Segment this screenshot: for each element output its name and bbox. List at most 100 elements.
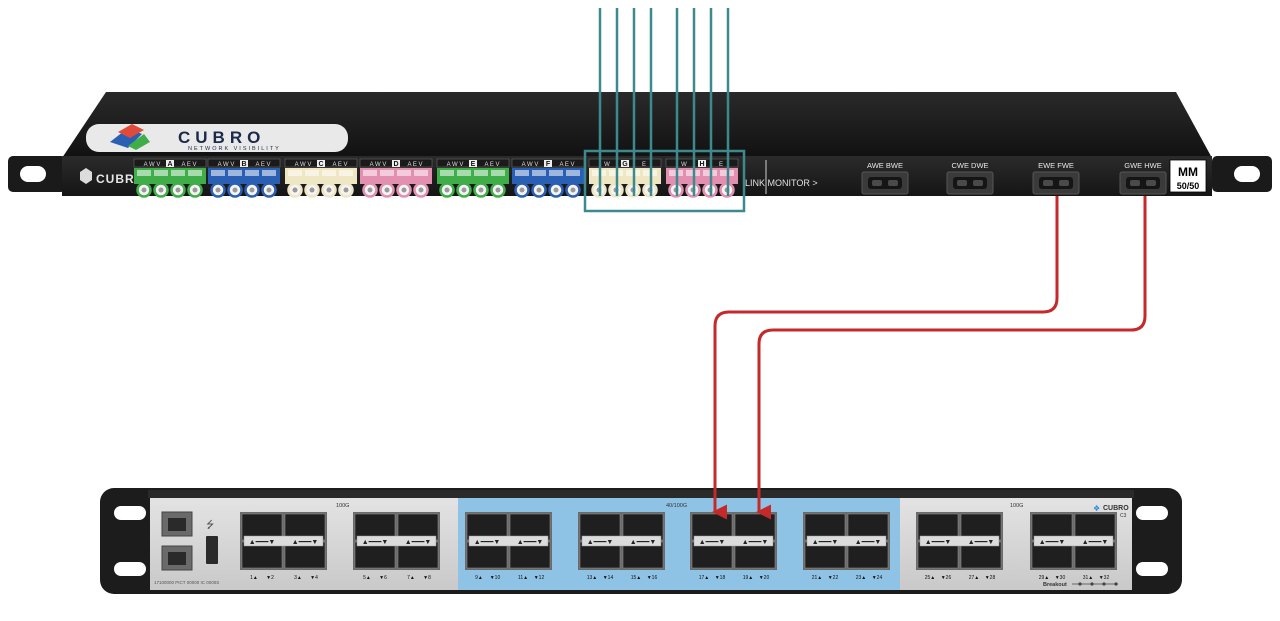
- qsfp-cage[interactable]: [1074, 541, 1116, 569]
- qsfp-cage[interactable]: [466, 541, 508, 569]
- module-label-wv: A W V: [295, 162, 312, 168]
- port-number-label: 13▲: [587, 575, 598, 581]
- qsfp-cage[interactable]: [284, 513, 326, 541]
- port-number-label: ▼28: [985, 575, 996, 581]
- port-number-label: ▼22: [828, 575, 839, 581]
- usb-port[interactable]: [206, 536, 218, 564]
- red-fiber-ef: [712, 196, 1059, 520]
- breakout-label: Breakout: [1043, 582, 1067, 588]
- module-label-wv: A W V: [522, 162, 539, 168]
- svg-text:▲━━━▼: ▲━━━▼: [968, 539, 995, 546]
- qsfp-cage[interactable]: [509, 541, 551, 569]
- port-number-label: 5▲: [363, 575, 371, 581]
- monitor-port-1[interactable]: AWE BWE: [861, 161, 909, 195]
- management-ports: ⭍ 17100000 PICT 00000 IC 0000S: [154, 511, 219, 585]
- monitor-ports: AWE BWE CWE DWE EWE FWE GWE HWE: [861, 161, 1167, 195]
- monitor-port-label: GWE HWE: [1124, 161, 1162, 170]
- qsfp-cage[interactable]: [734, 541, 776, 569]
- cubro-cube-icon: [80, 168, 92, 184]
- monitor-port-label: AWE BWE: [867, 161, 903, 170]
- qsfp-cage[interactable]: [284, 541, 326, 569]
- qsfp-cage[interactable]: [960, 541, 1002, 569]
- svg-text:▲━━━▼: ▲━━━▼: [362, 539, 389, 546]
- qsfp-cage[interactable]: [804, 541, 846, 569]
- switch-brand: CUBRO: [1103, 505, 1129, 512]
- module-label-ev: A E V: [332, 162, 347, 168]
- port-number-label: 25▲: [925, 575, 936, 581]
- svg-text:▲━━━▼: ▲━━━▼: [630, 539, 657, 546]
- module-label-wv: W: [681, 162, 687, 168]
- monitor-port-4[interactable]: GWE HWE: [1119, 161, 1167, 195]
- port-number-label: 1▲: [250, 575, 258, 581]
- qsfp-cage[interactable]: [622, 513, 664, 541]
- module-letter: A: [167, 161, 172, 168]
- port-number-label: ▼6: [379, 575, 387, 581]
- qsfp-cage[interactable]: [917, 541, 959, 569]
- port-number-label: 27▲: [969, 575, 980, 581]
- qsfp-cage[interactable]: [804, 513, 846, 541]
- module-label-wv: A W V: [218, 162, 235, 168]
- qsfp-cage[interactable]: [1031, 541, 1073, 569]
- switch-brand-icon: ❖: [1093, 504, 1100, 513]
- qsfp-cage[interactable]: [397, 513, 439, 541]
- tap-rack-ear-left: [8, 156, 66, 192]
- port-number-label: 11▲: [518, 575, 528, 581]
- port-number-label: 19▲: [743, 575, 754, 581]
- svg-text:▲━━━▼: ▲━━━▼: [742, 539, 769, 546]
- module-label-ev: A E V: [559, 162, 574, 168]
- module-letter: B: [241, 161, 246, 168]
- module-letter: C: [318, 161, 323, 168]
- tap-device: CUBRO NETWORK VISIBILITY CUBRO A W V A A E…: [8, 92, 1272, 198]
- port-number-label: ▼24: [872, 575, 883, 581]
- qsfp-cage[interactable]: [241, 541, 283, 569]
- qsfp-cage[interactable]: [622, 541, 664, 569]
- qsfp-cage[interactable]: [466, 513, 508, 541]
- svg-text:▲━━━▼: ▲━━━▼: [405, 539, 432, 546]
- port-number-label: ▼12: [534, 575, 545, 581]
- module-letter: E: [471, 161, 476, 168]
- tap-logo-plate: CUBRO NETWORK VISIBILITY: [86, 124, 348, 152]
- svg-text:▲━━━▼: ▲━━━▼: [292, 539, 319, 546]
- qsfp-cage[interactable]: [1074, 513, 1116, 541]
- monitor-port-3[interactable]: EWE FWE: [1032, 161, 1080, 195]
- qsfp-cage[interactable]: [241, 513, 283, 541]
- svg-text:▲━━━▼: ▲━━━▼: [1082, 539, 1109, 546]
- qsfp-cage[interactable]: [691, 541, 733, 569]
- svg-text:▲━━━▼: ▲━━━▼: [855, 539, 882, 546]
- red-fibers: [712, 196, 1147, 520]
- port-number-label: 9▲: [475, 575, 483, 581]
- monitor-port-2[interactable]: CWE DWE: [946, 161, 994, 195]
- svg-text:▲━━━▼: ▲━━━▼: [587, 539, 614, 546]
- highlight-box-gh: [583, 149, 746, 213]
- port-number-label: 3▲: [294, 575, 302, 581]
- monitor-port-label: EWE FWE: [1038, 161, 1074, 170]
- qsfp-cage[interactable]: [917, 513, 959, 541]
- tap-brand-logo: CUBRO: [178, 128, 265, 147]
- port-number-label: ▼16: [647, 575, 658, 581]
- port-number-label: ▼14: [603, 575, 614, 581]
- svg-text:▲━━━▼: ▲━━━▼: [1039, 539, 1066, 546]
- module-letter: H: [699, 161, 704, 168]
- switch-serial: 17100000 PICT 00000 IC 0000S: [154, 580, 219, 585]
- port-number-label: ▼30: [1055, 575, 1066, 581]
- port-number-label: ▼4: [310, 575, 318, 581]
- module-label-wv: A W V: [370, 162, 387, 168]
- qsfp-cage[interactable]: [397, 541, 439, 569]
- module-label-wv: A W V: [447, 162, 464, 168]
- qsfp-cage[interactable]: [960, 513, 1002, 541]
- qsfp-cage[interactable]: [509, 513, 551, 541]
- qsfp-cage[interactable]: [579, 541, 621, 569]
- tap-rack-ear-right: [1212, 156, 1272, 192]
- qsfp-cage[interactable]: [579, 513, 621, 541]
- qsfp-cage[interactable]: [1031, 513, 1073, 541]
- svg-text:▲━━━▼: ▲━━━▼: [249, 539, 276, 546]
- module-letter: G: [622, 161, 628, 168]
